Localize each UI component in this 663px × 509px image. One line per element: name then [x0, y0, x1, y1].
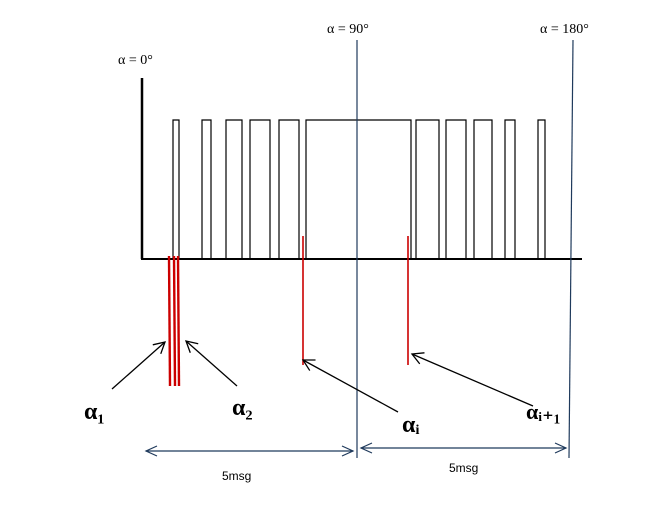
- label-alpha-0: α = 0°: [118, 53, 153, 68]
- firing-line-alpha-1: [167, 255, 172, 387]
- pulse-5: [278, 119, 300, 259]
- arrow-alpha-i-plus-1: [410, 352, 534, 407]
- arrow-alpha-2: [184, 340, 238, 387]
- label-alpha-i-plus-1: αᵢ₊₁: [526, 399, 560, 424]
- label-alpha-90: α = 90°: [327, 22, 369, 37]
- pulse-train: [172, 119, 546, 259]
- firing-lines: [167, 236, 409, 387]
- pulse-6: [305, 119, 412, 259]
- label-interval-1: 5msg: [222, 469, 251, 483]
- pulse-2: [201, 119, 212, 259]
- arrow-alpha-1: [111, 341, 167, 390]
- label-alpha-180: α = 180°: [540, 22, 589, 37]
- pulse-4: [249, 119, 271, 259]
- alpha-180-line: [568, 39, 574, 459]
- label-alpha-2: α₂: [232, 395, 253, 421]
- label-alpha-1: α₁: [84, 399, 105, 425]
- pulse-11: [537, 119, 546, 259]
- pulse-9: [473, 119, 493, 259]
- pulse-3: [225, 119, 243, 259]
- label-alpha-i: αᵢ: [402, 412, 420, 438]
- arrow-alpha-i: [301, 359, 399, 413]
- label-interval-2: 5msg: [449, 461, 478, 475]
- firing-line-alpha-1b: [172, 255, 177, 387]
- pulse-10: [504, 119, 516, 259]
- pulse-7: [415, 119, 440, 259]
- pulse-8: [445, 119, 467, 259]
- pulse-1: [172, 119, 180, 259]
- firing-line-alpha-2: [176, 255, 181, 387]
